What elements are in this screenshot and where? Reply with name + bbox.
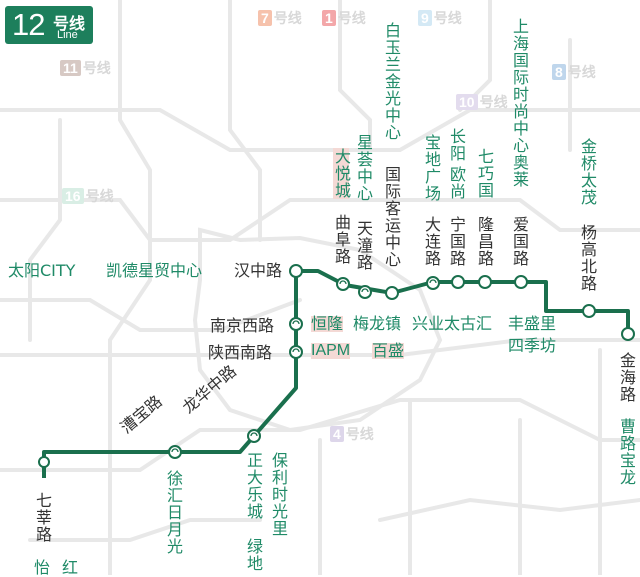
station-label-tiantong: 天潼路: [354, 220, 373, 271]
station-label-ningguo: 宁国路: [447, 216, 466, 267]
station-dalian: [426, 276, 440, 290]
mall-caolu: 曹路宝龙: [617, 418, 636, 486]
station-qufu: [336, 277, 350, 291]
station-label-hanzhong: 汉中路: [234, 261, 283, 280]
mall-iapm: IAPM: [311, 342, 351, 359]
station-label-aiguo: 爱国路: [510, 216, 529, 267]
mall-siji: 四季坊: [508, 336, 557, 355]
mall-baiyulan: 白玉兰金光中心: [382, 22, 401, 141]
station-qixin: [38, 456, 50, 468]
station-guoji: [385, 286, 399, 300]
station-label-guoji: 国际客运中心: [382, 166, 401, 268]
station-shaanxi: [289, 345, 303, 359]
station-ningguo: [451, 275, 465, 289]
station-longchang: [478, 275, 492, 289]
mall-jinqiao: 金桥太茂: [578, 138, 597, 206]
line-number: 12: [12, 7, 45, 42]
mall-xinghui: 星荟中心: [354, 134, 373, 202]
mall-zhengda: 正大乐城: [244, 452, 263, 520]
mall-oushang: 欧尚: [447, 166, 466, 200]
mall-ludi: 绿地: [244, 538, 263, 572]
station-longhua: [247, 429, 261, 443]
station-label-yanggao: 杨高北路: [578, 224, 597, 292]
station-hanzhong: [289, 264, 303, 278]
mall-dayue: 大悦城: [332, 148, 351, 199]
mall-baoli: 保利时光里: [269, 452, 288, 537]
mall-fengsheng: 丰盛里: [508, 314, 557, 333]
station-jinhai: [621, 327, 635, 341]
station-label-jinhai: 金海路: [617, 352, 636, 403]
station-aiguo: [514, 275, 528, 289]
line-12-route: [42, 269, 630, 478]
mall-baodi: 宝地广场: [422, 134, 441, 202]
mall-changyang: 长阳: [447, 128, 466, 162]
line-name-cn: 号线: [53, 14, 86, 33]
mall-yi: 怡: [34, 558, 51, 577]
mall-kaide: 凯德星贸中心: [106, 261, 203, 280]
mall-henglong: 恒隆: [311, 314, 344, 333]
station-label-dalian: 大连路: [422, 216, 441, 267]
line-12-badge: 12 号线 Line: [5, 6, 93, 44]
line-name-en: Line: [57, 29, 78, 41]
station-label-nanjing: 南京西路: [210, 316, 275, 335]
mall-taiyang-city: 太阳CITY: [8, 261, 76, 280]
station-nanjing: [289, 317, 303, 331]
station-label-shaanxi: 陕西南路: [208, 343, 273, 362]
mall-baisheng: 百盛: [372, 341, 405, 360]
station-label-qixin: 七莘路: [33, 492, 52, 543]
mall-hong: 红: [62, 558, 79, 577]
station-label-qufu: 曲阜路: [332, 214, 351, 265]
mall-meilong: 梅龙镇: [353, 314, 402, 333]
mall-qiqiao: 七巧国: [475, 148, 494, 199]
station-tiantong: [358, 285, 372, 299]
stations: [38, 264, 635, 468]
interchange-marks: [171, 279, 437, 453]
mall-aoshang: 上海国际时尚中心奥莱: [510, 18, 529, 188]
station-caobao: [168, 445, 182, 459]
mall-xingye: 兴业太古汇: [412, 314, 493, 333]
station-yanggao: [582, 304, 596, 318]
station-label-longchang: 隆昌路: [475, 216, 494, 267]
mall-xuhui: 徐汇日月光: [164, 470, 183, 555]
